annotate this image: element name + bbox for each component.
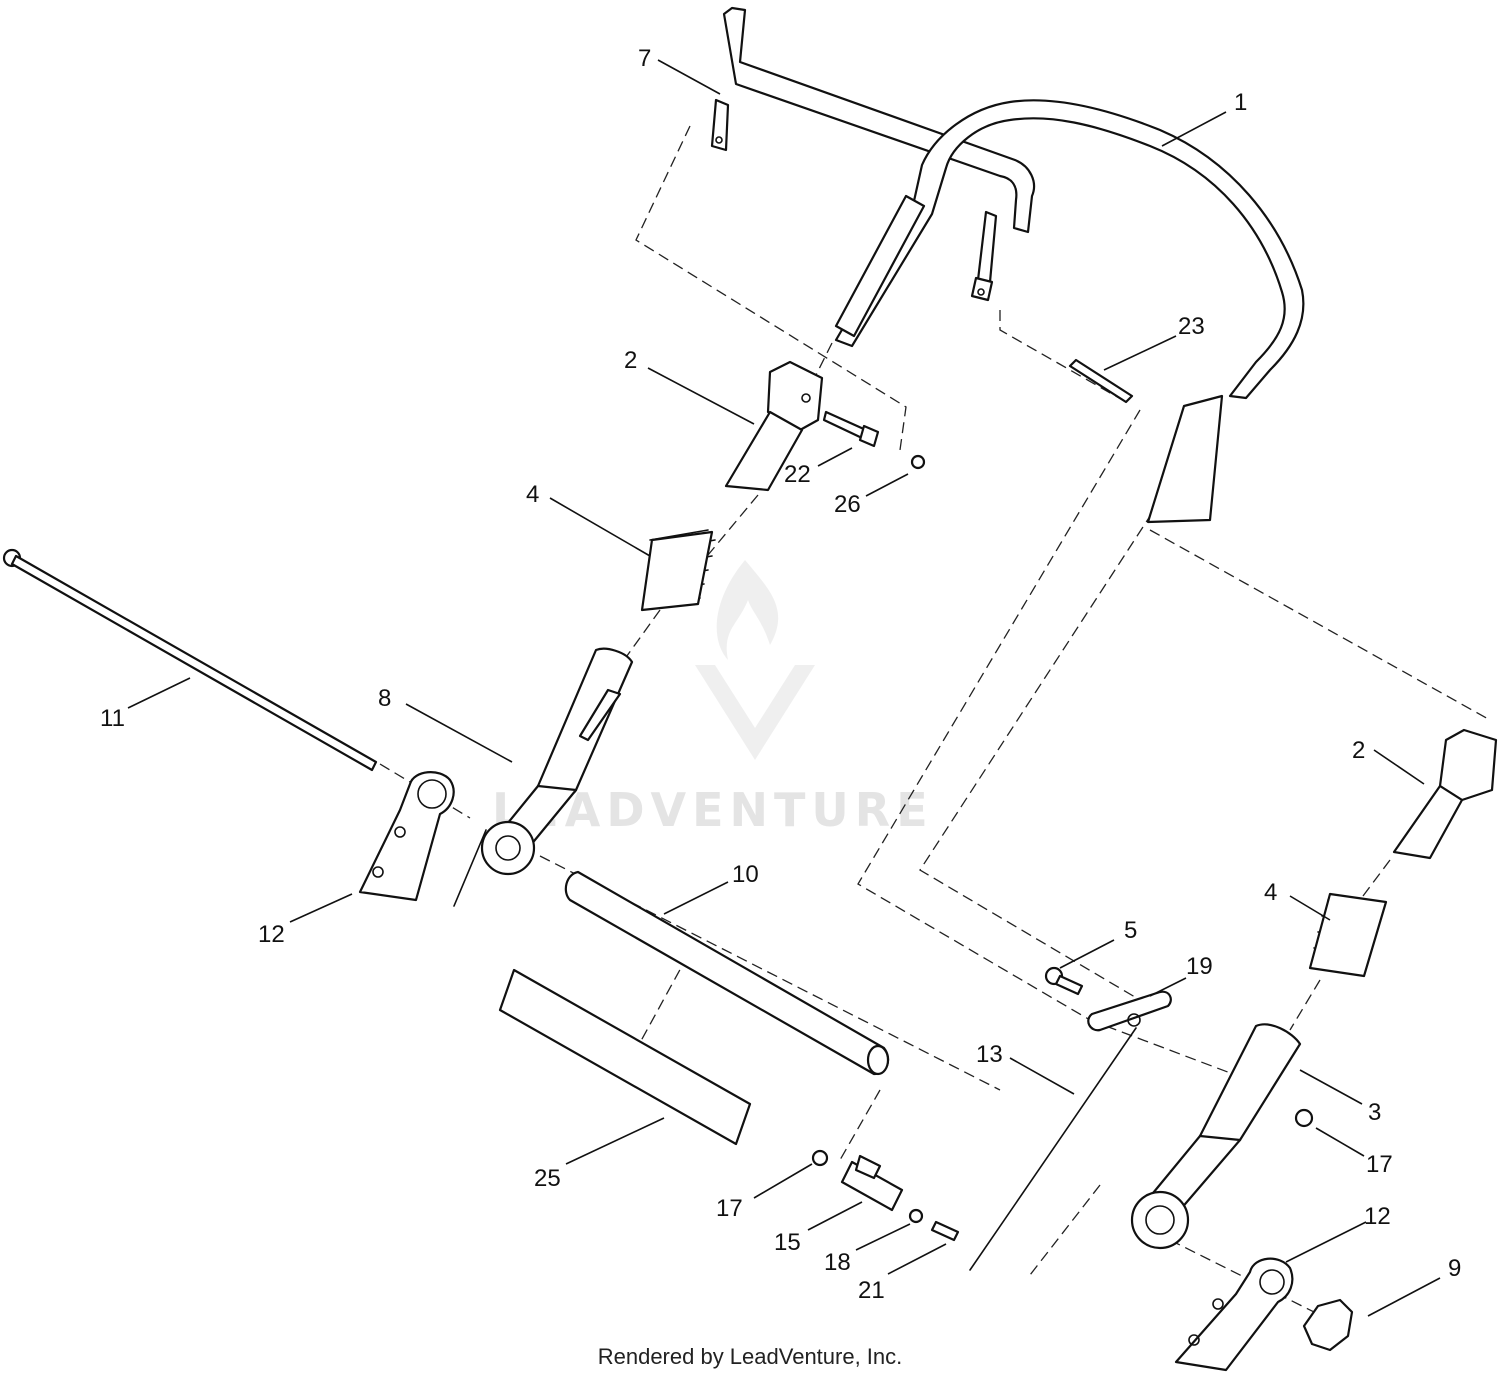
render-credit: Rendered by LeadVenture, Inc.: [597, 1344, 903, 1369]
callout-8: 8: [378, 685, 391, 712]
callout-1: 1: [1234, 89, 1247, 116]
part-3-right-housing: [1130, 1023, 1302, 1250]
part-4-right-spring: [1308, 892, 1388, 978]
callout-21: 21: [858, 1277, 885, 1304]
callout-labels: 1 2 2 3 4 4 5 7 8 9 10 11 12 12 13 15 17…: [100, 45, 1461, 1304]
callout-9: 9: [1448, 1255, 1461, 1282]
part-7-upper-bail: [710, 6, 1036, 302]
assembly-lines: [379, 125, 1491, 1321]
part-9-knob: [1302, 1298, 1354, 1352]
callout-12: 12: [1364, 1203, 1391, 1230]
part-12-right-bracket: [1174, 1257, 1294, 1372]
callout-4: 4: [526, 481, 539, 508]
part-22-screw: [822, 410, 880, 448]
callout-3: 3: [1368, 1099, 1381, 1126]
part-26-nut: [910, 454, 926, 470]
part-2-right-adapter: [1392, 728, 1498, 860]
part-12-left-bracket: [358, 771, 455, 902]
callout-5: 5: [1124, 917, 1137, 944]
callout-2: 2: [1352, 737, 1365, 764]
leader-lines: [127, 59, 1441, 1317]
part-25-grip: [498, 968, 752, 1146]
part-18-washer: [908, 1208, 924, 1224]
callout-7: 7: [638, 45, 651, 72]
part-21-pin: [930, 1220, 960, 1242]
part-1-upper-handle: [834, 99, 1305, 524]
watermark-logo: [695, 560, 815, 760]
callout-26: 26: [834, 491, 861, 518]
part-4-left-spring: [640, 529, 716, 612]
part-23-pin: [1068, 358, 1134, 404]
part-15-clevis: [840, 1154, 904, 1212]
callout-12: 12: [258, 921, 285, 948]
callout-11: 11: [100, 705, 125, 732]
callout-18: 18: [824, 1249, 851, 1276]
callout-15: 15: [774, 1229, 801, 1256]
callout-17: 17: [716, 1195, 743, 1222]
callout-10: 10: [732, 861, 759, 888]
callout-22: 22: [784, 461, 811, 488]
callout-19: 19: [1186, 953, 1213, 980]
part-13-cable: [969, 1027, 1137, 1271]
callout-13: 13: [976, 1041, 1003, 1068]
part-2-left-adapter: [724, 360, 824, 492]
part-10-lower-tube: [564, 870, 890, 1076]
part-5-bolt: [1044, 966, 1084, 996]
callout-4: 4: [1264, 879, 1277, 906]
part-17-right-nut: [1294, 1108, 1314, 1128]
callout-25: 25: [534, 1165, 561, 1192]
part-19-bracket: [1087, 990, 1172, 1032]
callout-17: 17: [1366, 1151, 1393, 1178]
callout-23: 23: [1178, 313, 1205, 340]
part-11-rod: [2, 548, 378, 772]
part-8-left-housing: [453, 647, 634, 907]
callout-2: 2: [624, 347, 637, 374]
part-17-left-nut: [811, 1149, 829, 1167]
